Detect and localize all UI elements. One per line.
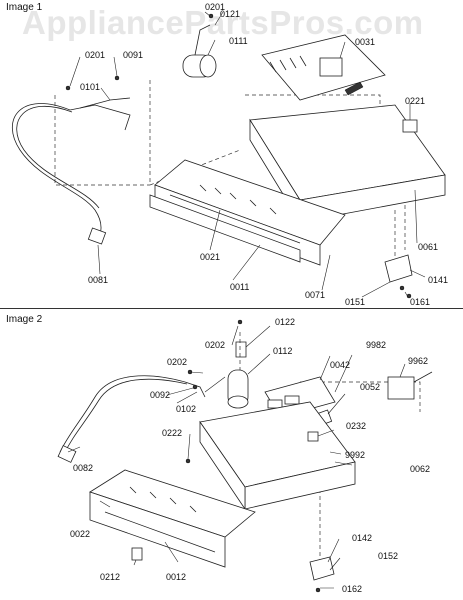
panel-caption: Image 2 [6, 314, 43, 325]
screw [315, 587, 321, 593]
dashed-guide [54, 95, 150, 186]
power-plug [87, 227, 107, 245]
part-label: 0162 [342, 584, 362, 594]
power-cord [59, 375, 186, 453]
dashed-guide [300, 381, 421, 412]
part-label: 0152 [378, 551, 398, 561]
part-label: 0082 [73, 463, 93, 473]
control-panel-overlay [149, 194, 301, 263]
part-label: 0052 [360, 382, 380, 392]
screw [114, 75, 120, 81]
screw [185, 458, 191, 464]
part-label: 0042 [330, 360, 350, 370]
mounting-bracket [384, 254, 413, 283]
board-cable [344, 81, 364, 96]
transformer [319, 57, 343, 77]
part-label: 0092 [150, 390, 170, 400]
capacitor-bracket [194, 24, 211, 56]
thermostat [387, 376, 415, 400]
part-label: 9982 [366, 340, 386, 350]
leader-lines [67, 325, 406, 589]
part-label: 0062 [410, 464, 430, 474]
control-panel-face [89, 491, 226, 568]
power-plug [57, 445, 77, 463]
part-label: 0021 [200, 252, 220, 262]
part-label: 0161 [410, 297, 430, 306]
thermostat-probe [413, 371, 433, 383]
mounting-bracket [309, 556, 335, 581]
board-connectors [269, 55, 307, 73]
part-label: 0212 [100, 572, 120, 582]
screw [237, 319, 243, 325]
exploded-view-2: 0202 0122 0112 9982 0042 9962 0202 0052 … [57, 317, 433, 594]
capacitor-end [199, 54, 217, 78]
part-label: 0061 [418, 242, 438, 252]
thermostat [402, 119, 418, 133]
capacitor-bracket [235, 341, 247, 358]
switch-part [307, 431, 319, 442]
part-label: 0142 [352, 533, 372, 543]
cord-lead-wires [69, 104, 131, 131]
part-label: 0141 [428, 275, 448, 285]
part-label: 0222 [162, 428, 182, 438]
part-label: 0201 [85, 50, 105, 60]
cord-lead-wires [184, 381, 206, 398]
control-panel-buttons [169, 194, 301, 244]
leader-lines [69, 11, 426, 298]
control-panel-switches [129, 486, 197, 513]
control-panel-switches [199, 184, 277, 215]
part-label: 0112 [273, 346, 292, 356]
diagram-panel-2: Image 2 [0, 312, 463, 600]
part-label: 0201 [205, 2, 225, 12]
part-label: 0221 [405, 96, 425, 106]
part-label: 0011 [230, 282, 249, 292]
screw [208, 13, 214, 19]
part-label: 0122 [275, 317, 295, 327]
board-relay [267, 399, 283, 409]
part-label: 0071 [305, 290, 325, 300]
power-cord [11, 103, 102, 241]
part-label: 0202 [167, 357, 187, 367]
diagram-panel-1: Image 1 [6, 2, 448, 306]
part-label: 0081 [88, 275, 108, 285]
part-label: 0031 [355, 37, 375, 47]
exploded-view-1: 0201 0121 0111 0031 0201 0091 0101 0221 … [11, 2, 448, 306]
part-label: 0012 [166, 572, 186, 582]
part-label: 0202 [205, 340, 225, 350]
part-label: 9962 [408, 356, 428, 366]
part-label: 0232 [346, 421, 366, 431]
part-label: 0111 [229, 36, 248, 46]
part-label: 9992 [345, 450, 365, 460]
screw [192, 384, 198, 390]
screw [65, 85, 71, 91]
part-label: 0151 [345, 297, 365, 306]
part-label: 0022 [70, 529, 90, 539]
power-cord-second-wire [16, 106, 100, 209]
watermark: AppliancePartsPros.com [22, 4, 424, 41]
knob [131, 547, 143, 561]
screw [399, 285, 405, 291]
part-label: 0101 [80, 82, 100, 92]
part-label: 0091 [123, 50, 143, 60]
capacitor-end [227, 395, 249, 409]
control-panel-buttons [104, 511, 216, 553]
panel-caption: Image 1 [6, 2, 43, 13]
board-relay [284, 395, 300, 405]
part-label: 0102 [176, 404, 196, 414]
power-cord-second-wire [63, 378, 188, 455]
panel-divider [0, 308, 463, 309]
part-label: 0121 [220, 9, 240, 19]
